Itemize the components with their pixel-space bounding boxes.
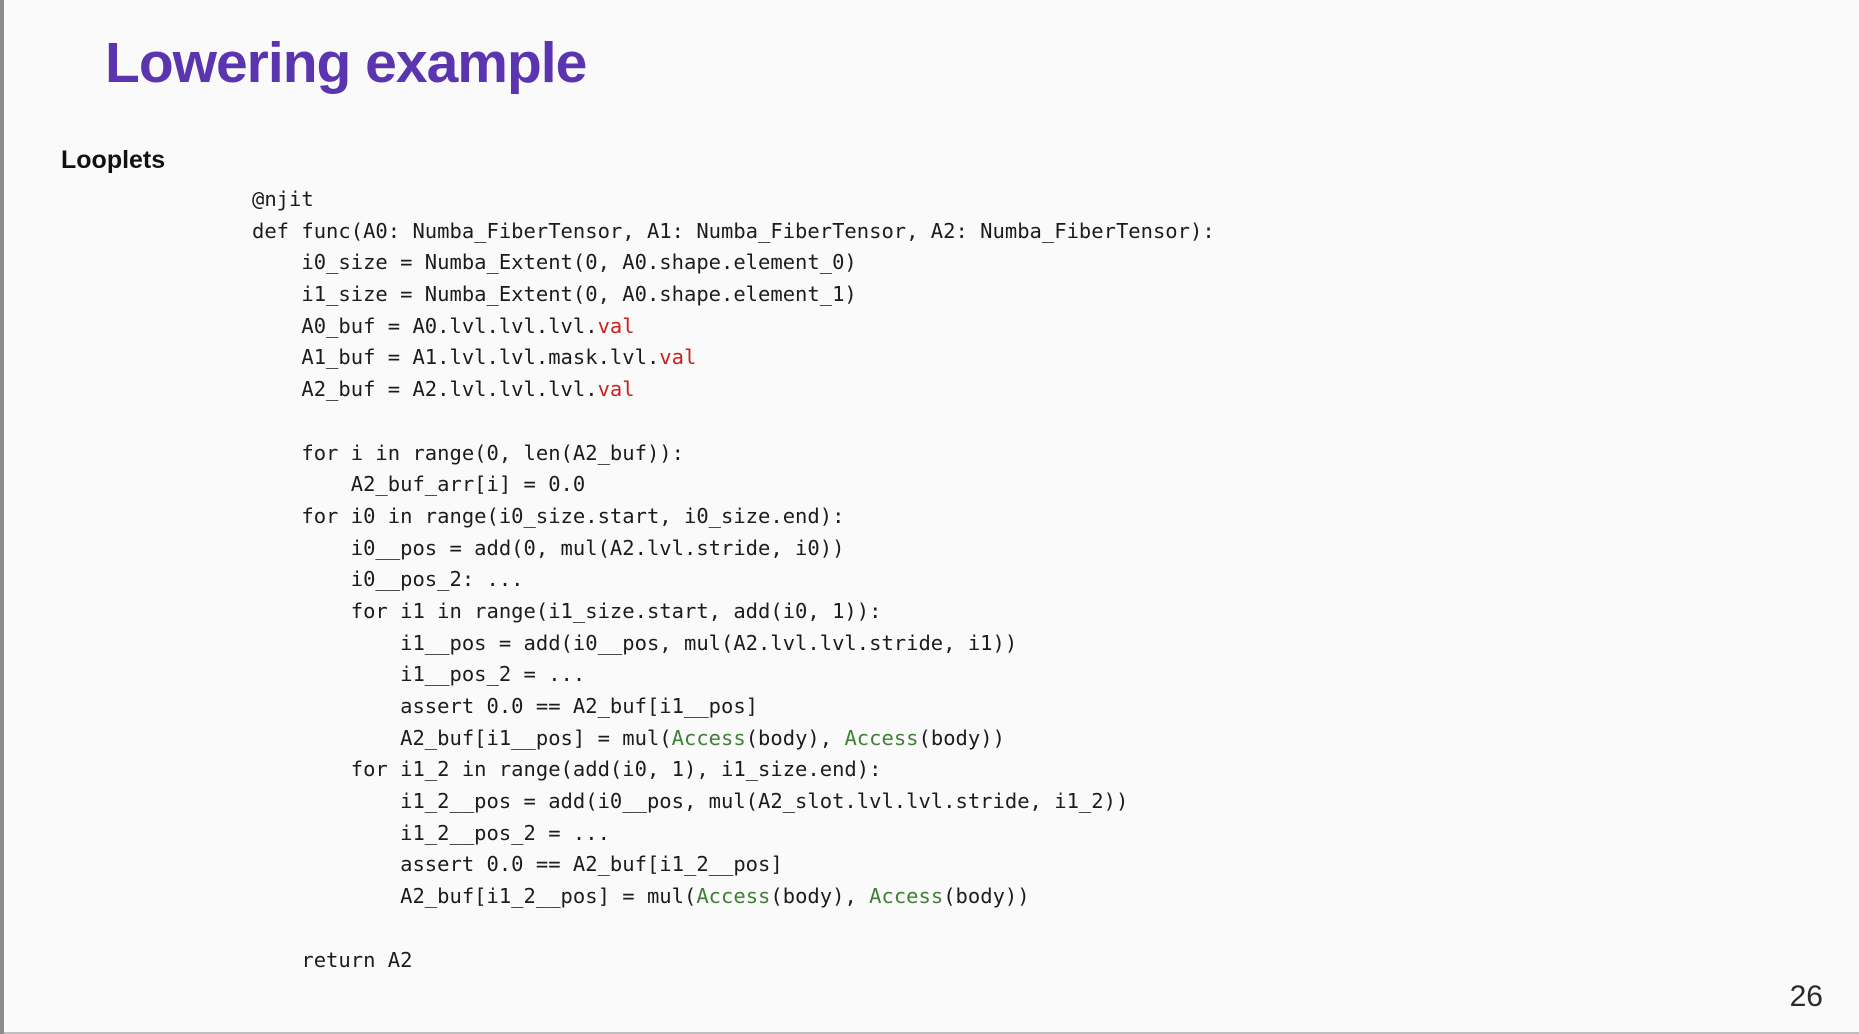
code-line: return A2 (252, 945, 1215, 977)
code-token: (body), (770, 884, 870, 909)
code-token: i1__pos = add(i0__pos, mul(A2.lvl.lvl.st… (252, 630, 1018, 655)
code-line: for i0 in range(i0_size.start, i0_size.e… (252, 501, 1215, 533)
code-token-green: Access (844, 725, 919, 750)
code-token-green: Access (696, 884, 771, 909)
page-number: 26 (1789, 980, 1823, 1013)
code-line: def func(A0: Numba_FiberTensor, A1: Numb… (252, 216, 1215, 248)
code-token-red: val (597, 313, 635, 338)
code-token: i1_size = Numba_Extent(0, A0.shape.eleme… (252, 282, 857, 307)
code-line: i1__pos_2 = ... (252, 659, 1215, 691)
code-token: (body)) (918, 725, 1005, 750)
code-token: i1__pos_2 = ... (252, 662, 586, 687)
code-token: for i0 in range(i0_size.start, i0_size.e… (252, 503, 845, 528)
code-token: (body)) (943, 884, 1030, 909)
bottom-border-divider (0, 1032, 1859, 1034)
code-line: A2_buf = A2.lvl.lvl.lvl.val (252, 374, 1215, 406)
code-line: i1_size = Numba_Extent(0, A0.shape.eleme… (252, 279, 1215, 311)
code-token: assert 0.0 == A2_buf[i1_2__pos] (252, 852, 783, 877)
code-block: @njit def func(A0: Numba_FiberTensor, A1:… (252, 184, 1215, 976)
code-line: A1_buf = A1.lvl.lvl.mask.lvl.val (252, 342, 1215, 374)
code-token: assert 0.0 == A2_buf[i1__pos] (252, 694, 759, 718)
code-line (252, 406, 1215, 438)
code-token-green: Access (869, 884, 944, 909)
code-line: A0_buf = A0.lvl.lvl.lvl.val (252, 311, 1215, 343)
code-token: for i in range(0, len(A2_buf)): (252, 440, 684, 465)
code-token: i1_2__pos_2 = ... (252, 820, 610, 845)
code-line: A2_buf_arr[i] = 0.0 (252, 469, 1215, 501)
code-token: i1_2__pos = add(i0__pos, mul(A2_slot.lvl… (252, 789, 1129, 814)
section-label-looplets: Looplets (61, 146, 166, 174)
code-line: A2_buf[i1_2__pos] = mul(Access(body), Ac… (252, 881, 1215, 913)
code-line: i1_2__pos_2 = ... (252, 818, 1215, 850)
code-line: i0__pos_2: ... (252, 564, 1215, 596)
code-line: i0_size = Numba_Extent(0, A0.shape.eleme… (252, 247, 1215, 279)
code-token-red: val (659, 345, 697, 370)
code-line: assert 0.0 == A2_buf[i1__pos] (252, 691, 1215, 723)
code-token: i0__pos = add(0, mul(A2.lvl.stride, i0)) (252, 535, 845, 560)
code-token-green: Access (671, 725, 746, 750)
code-token: return A2 (252, 947, 413, 972)
code-line: @njit (252, 184, 1215, 216)
code-token: for i1 in range(i1_size.start, add(i0, 1… (252, 598, 882, 623)
left-border-divider (0, 0, 4, 1034)
code-token: for i1_2 in range(add(i0, 1), i1_size.en… (252, 757, 882, 782)
code-token: A2_buf[i1_2__pos] = mul( (252, 884, 697, 909)
code-line: i1__pos = add(i0__pos, mul(A2.lvl.lvl.st… (252, 628, 1215, 660)
code-token: A2_buf[i1__pos] = mul( (252, 725, 672, 750)
code-token: i0__pos_2: ... (252, 567, 524, 592)
code-token: def func(A0: Numba_FiberTensor, A1: Numb… (252, 218, 1215, 243)
code-token: (body), (745, 725, 845, 750)
code-token: A1_buf = A1.lvl.lvl.mask.lvl. (252, 345, 660, 370)
code-token: i0_size = Numba_Extent(0, A0.shape.eleme… (252, 250, 857, 275)
code-line: for i1_2 in range(add(i0, 1), i1_size.en… (252, 754, 1215, 786)
code-line: i1_2__pos = add(i0__pos, mul(A2_slot.lvl… (252, 786, 1215, 818)
code-token: @njit (252, 187, 314, 211)
code-line: i0__pos = add(0, mul(A2.lvl.stride, i0)) (252, 533, 1215, 565)
code-line: for i1 in range(i1_size.start, add(i0, 1… (252, 596, 1215, 628)
code-line: assert 0.0 == A2_buf[i1_2__pos] (252, 849, 1215, 881)
page-title: Lowering example (105, 31, 587, 95)
code-token-red: val (597, 377, 635, 402)
code-token: A0_buf = A0.lvl.lvl.lvl. (252, 313, 598, 338)
code-line: A2_buf[i1__pos] = mul(Access(body), Acce… (252, 723, 1215, 755)
code-token: A2_buf_arr[i] = 0.0 (252, 472, 586, 497)
code-line (252, 913, 1215, 945)
code-token: A2_buf = A2.lvl.lvl.lvl. (252, 377, 598, 402)
code-line: for i in range(0, len(A2_buf)): (252, 438, 1215, 470)
